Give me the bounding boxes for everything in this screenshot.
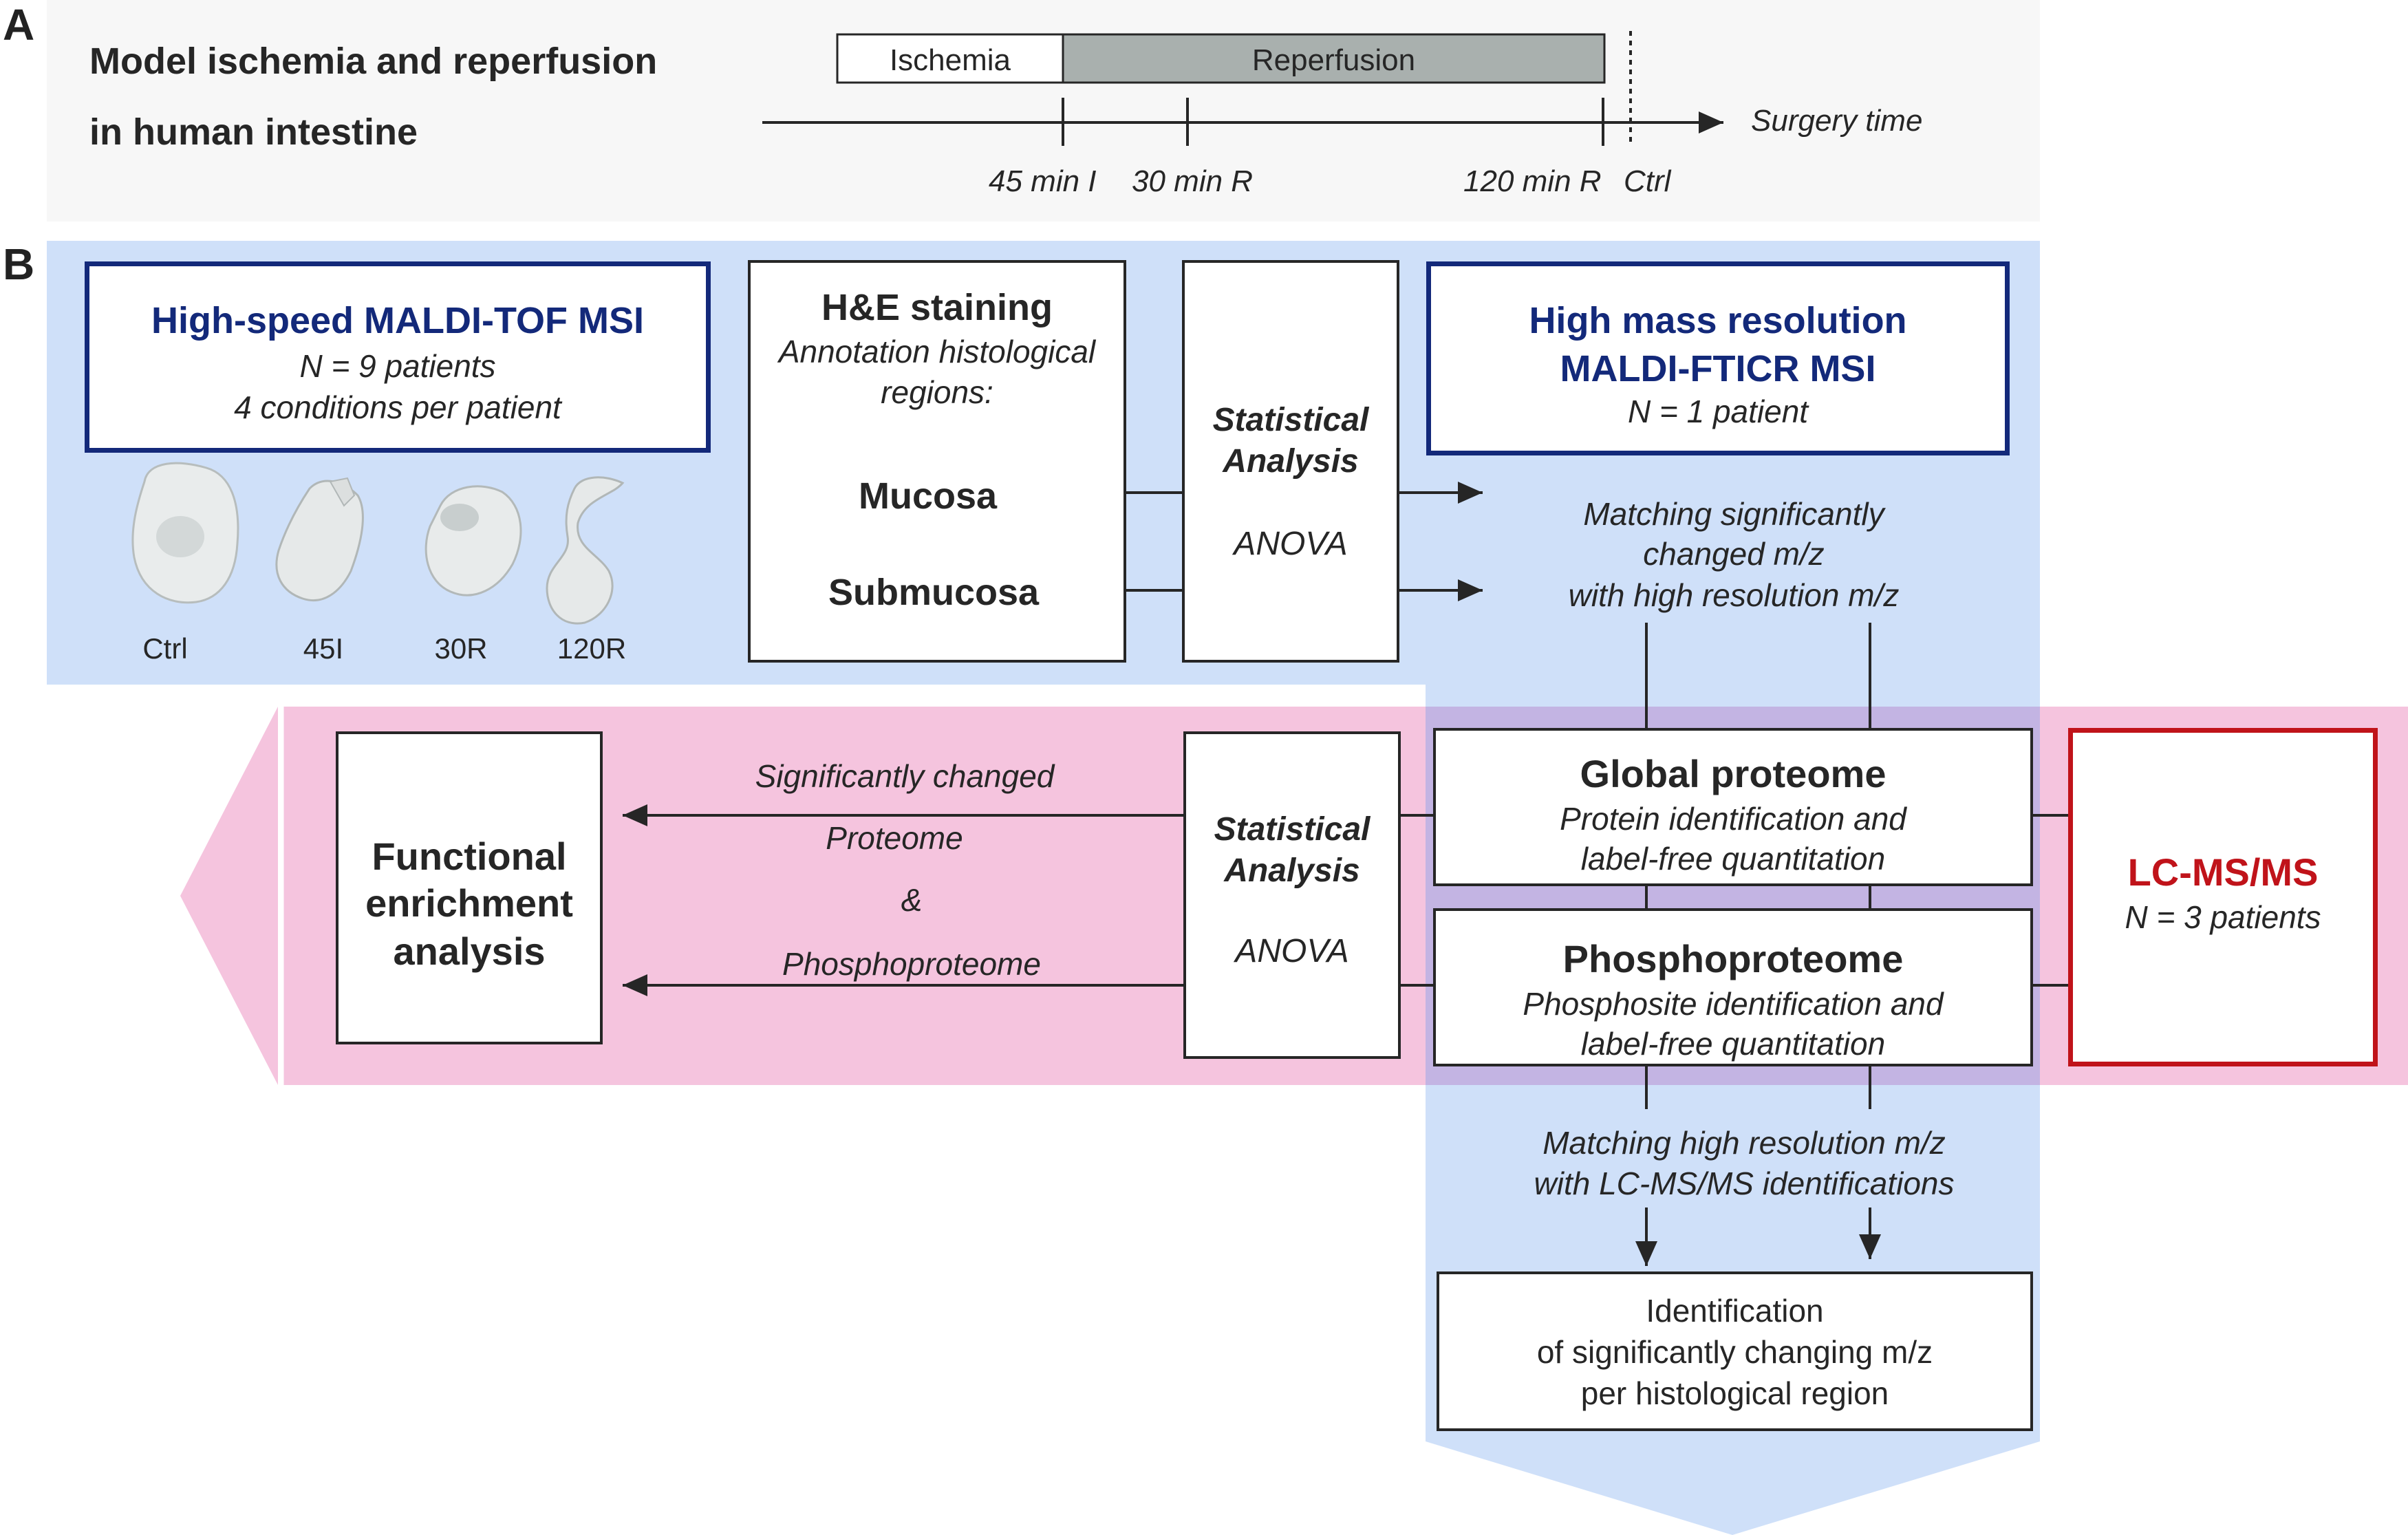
- panel-a-title-line2: in human intestine: [89, 111, 418, 153]
- stat-top-line1: Statistical: [1212, 402, 1369, 438]
- tick-label-45min: 45 min I: [989, 164, 1097, 198]
- tissue-image-30r: [424, 485, 522, 597]
- maldi-tof-patients: N = 9 patients: [299, 348, 496, 384]
- tissue-label-120r: 120R: [557, 632, 627, 665]
- matching-lc-line2: with LC-MS/MS identifications: [1534, 1166, 1955, 1201]
- tissue-label-30r: 30R: [434, 632, 488, 665]
- matching-lc-line1: Matching high resolution m/z: [1542, 1125, 1946, 1161]
- maldi-tof-title: High-speed MALDI-TOF MSI: [151, 300, 644, 341]
- phosphoproteome-line2: label-free quantitation: [1580, 1026, 1886, 1062]
- panel-a-title-line1: Model ischemia and reperfusion: [89, 41, 658, 82]
- statistical-analysis-top-box: Statistical Analysis ANOVA: [1182, 260, 1399, 663]
- tissue-label-45i: 45I: [303, 632, 344, 665]
- functional-line3: analysis: [393, 930, 546, 973]
- lcms-patients: N = 3 patients: [2125, 899, 2321, 935]
- statistical-analysis-bottom-box: Statistical Analysis ANOVA: [1183, 731, 1401, 1059]
- he-annotation-line2: regions:: [881, 374, 993, 410]
- reperfusion-label: Reperfusion: [1251, 43, 1416, 77]
- tissue-image-45i: [275, 477, 364, 602]
- tissue-image-120r: [546, 476, 625, 625]
- lcms-box: LC-MS/MS N = 3 patients: [2068, 728, 2378, 1066]
- ischemia-label: Ischemia: [889, 43, 1011, 77]
- axis-label-surgery-time: Surgery time: [1751, 104, 1923, 138]
- functional-line2: enrichment: [365, 881, 573, 925]
- fticr-patients: N = 1 patient: [1627, 394, 1809, 429]
- pink-left-chevron: [180, 707, 278, 1085]
- region-submucosa: Submucosa: [828, 572, 1040, 613]
- matching-text-line2: changed m/z: [1643, 536, 1825, 572]
- identification-line1: Identification: [1646, 1293, 1824, 1329]
- identification-line3: per histological region: [1580, 1375, 1889, 1411]
- changed-text-line2: Proteome: [826, 820, 963, 856]
- global-proteome-line2: label-free quantitation: [1580, 841, 1886, 877]
- reperfusion-bar: [1062, 33, 1606, 84]
- stat-bottom-method: ANOVA: [1235, 933, 1349, 969]
- stat-bottom-line2: Analysis: [1224, 852, 1360, 889]
- phosphoproteome-line1: Phosphosite identification and: [1523, 986, 1944, 1022]
- changed-text-line3: &: [901, 882, 923, 918]
- tick-label-ctrl: Ctrl: [1624, 164, 1671, 198]
- tissue-label-ctrl: Ctrl: [142, 632, 188, 665]
- fticr-title-line1: High mass resolution: [1529, 300, 1907, 341]
- maldi-fticr-box: High mass resolution MALDI-FTICR MSI N =…: [1426, 261, 2010, 455]
- matching-text-line1: Matching significantly: [1583, 496, 1884, 532]
- he-staining-box: H&E staining Annotation histological reg…: [748, 260, 1126, 663]
- stat-bottom-line1: Statistical: [1214, 811, 1370, 848]
- functional-line1: Functional: [372, 835, 567, 878]
- global-proteome-line1: Protein identification and: [1560, 801, 1906, 837]
- global-proteome-box: Global proteome Protein identification a…: [1433, 728, 2033, 886]
- he-annotation-line1: Annotation histological: [778, 334, 1096, 369]
- functional-enrichment-box: Functional enrichment analysis: [336, 731, 603, 1044]
- phosphoproteome-title: Phosphoproteome: [1562, 937, 1904, 980]
- changed-text-line1: Significantly changed: [755, 758, 1055, 794]
- he-staining-title: H&E staining: [821, 287, 1053, 328]
- matching-text-line3: with high resolution m/z: [1568, 577, 1900, 613]
- ischemia-bar: [836, 33, 1064, 84]
- stat-top-line2: Analysis: [1223, 443, 1359, 480]
- maldi-tof-box: High-speed MALDI-TOF MSI N = 9 patients …: [85, 261, 711, 453]
- panel-a-letter: A: [3, 0, 35, 50]
- panel-b-letter: B: [3, 239, 35, 289]
- phosphoproteome-box: Phosphoproteome Phosphosite identificati…: [1433, 908, 2033, 1066]
- maldi-tof-conditions: 4 conditions per patient: [234, 389, 561, 425]
- stat-top-method: ANOVA: [1234, 526, 1348, 562]
- lcms-title: LC-MS/MS: [2127, 850, 2319, 894]
- tick-label-30min: 30 min R: [1132, 164, 1254, 198]
- identification-line2: of significantly changing m/z: [1536, 1334, 1933, 1370]
- changed-text-line4: Phosphoproteome: [782, 946, 1041, 982]
- region-mucosa: Mucosa: [859, 475, 998, 517]
- fticr-title-line2: MALDI-FTICR MSI: [1560, 348, 1876, 389]
- global-proteome-title: Global proteome: [1580, 752, 1886, 795]
- identification-box: Identification of significantly changing…: [1437, 1271, 2033, 1431]
- tissue-image-ctrl: [131, 462, 239, 604]
- blue-down-chevron: [1426, 1441, 2040, 1535]
- tick-label-120min: 120 min R: [1463, 164, 1602, 198]
